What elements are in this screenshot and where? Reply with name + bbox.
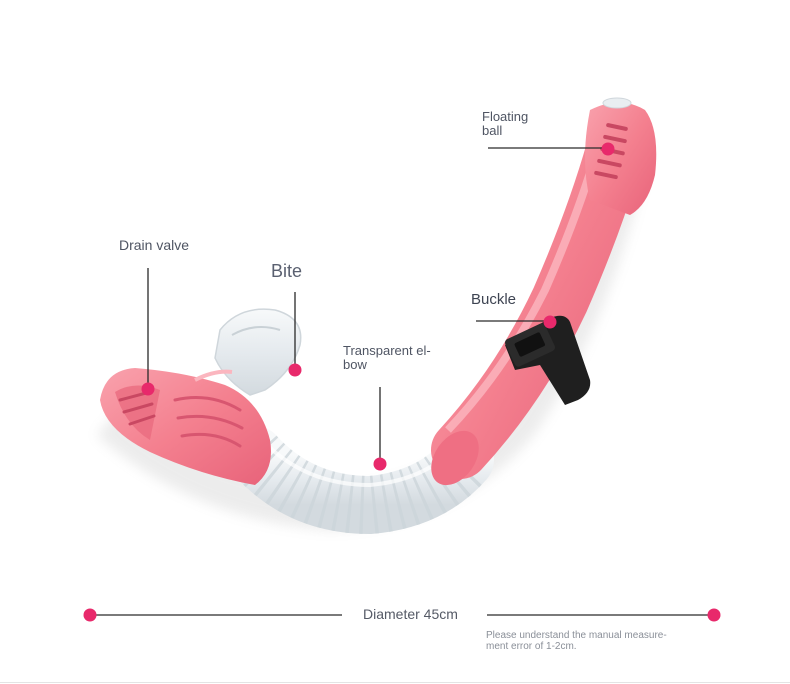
dot-drain-valve (141, 382, 155, 396)
floating-ball-top (585, 97, 657, 215)
drain-valve-label: Drain valve (119, 237, 190, 253)
bottom-divider (0, 682, 790, 683)
bite-mouthpiece (214, 308, 302, 396)
dot-floating-ball (601, 142, 615, 156)
dot-elbow (373, 457, 387, 471)
marker-dots (83, 142, 721, 622)
dot-diameter-right (707, 608, 721, 622)
floating-ball-label: Floating ball (482, 109, 529, 139)
measurement-note: Please understand the manual measure- me… (486, 630, 667, 652)
dot-diameter-left (83, 608, 97, 622)
dot-bite (288, 363, 302, 377)
dot-buckle (543, 315, 557, 329)
buckle-label: Buckle (471, 291, 517, 308)
transparent-elbow-label: Transparent el- bow (343, 343, 431, 373)
drain-valve-housing (100, 368, 271, 485)
buckle-clip (505, 315, 591, 405)
bite-label: Bite (271, 261, 303, 281)
leader-lines (90, 147, 714, 616)
diameter-label: Diameter 45cm (363, 606, 458, 622)
